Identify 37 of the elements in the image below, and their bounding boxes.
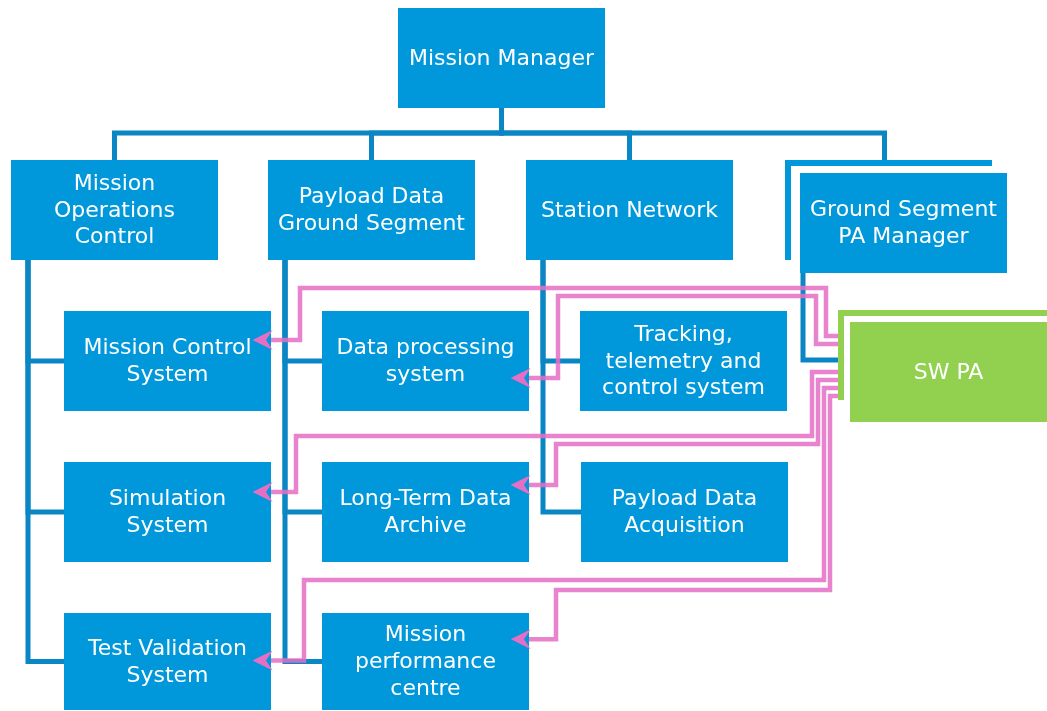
box-label: Payload Data Ground Segment bbox=[277, 183, 466, 237]
org-box bbox=[398, 8, 605, 108]
org-box bbox=[11, 160, 218, 260]
connector-line bbox=[800, 273, 838, 363]
box-label: Mission Control System bbox=[82, 334, 253, 388]
connector-line bbox=[540, 260, 581, 515]
connector-line bbox=[282, 260, 322, 664]
arrow bbox=[510, 293, 838, 388]
arrow bbox=[510, 377, 838, 495]
org-box bbox=[581, 462, 788, 562]
org-box bbox=[64, 462, 271, 562]
org-box bbox=[322, 462, 529, 562]
connector-line bbox=[25, 260, 64, 664]
arrow bbox=[252, 385, 838, 671]
box-label: Mission Manager bbox=[409, 44, 594, 72]
org-box bbox=[64, 613, 271, 710]
org-box bbox=[268, 160, 475, 260]
box-label: Long-Term Data Archive bbox=[338, 485, 513, 539]
org-box bbox=[322, 613, 529, 710]
box-label: Tracking, telemetry and control system bbox=[601, 320, 766, 402]
box-label: Ground Segment PA Manager bbox=[809, 196, 998, 250]
box-label: Mission performance centre bbox=[354, 621, 497, 702]
org-box bbox=[526, 160, 733, 260]
box-label: Data processing system bbox=[335, 334, 516, 388]
arrow bbox=[510, 393, 838, 650]
org-box bbox=[64, 311, 271, 411]
box-label: Payload Data Acquisition bbox=[610, 485, 759, 539]
connector-line bbox=[499, 108, 887, 160]
arrow bbox=[252, 285, 838, 350]
box-label: Test Validation System bbox=[87, 634, 248, 689]
box-label: Station Network bbox=[540, 196, 719, 224]
box-label: SW PA bbox=[913, 358, 984, 386]
arrow bbox=[252, 369, 838, 502]
org-box bbox=[580, 311, 787, 411]
org-box bbox=[322, 311, 529, 411]
box-label: Mission Operations Control bbox=[53, 169, 176, 251]
box-label: Simulation System bbox=[107, 485, 228, 539]
